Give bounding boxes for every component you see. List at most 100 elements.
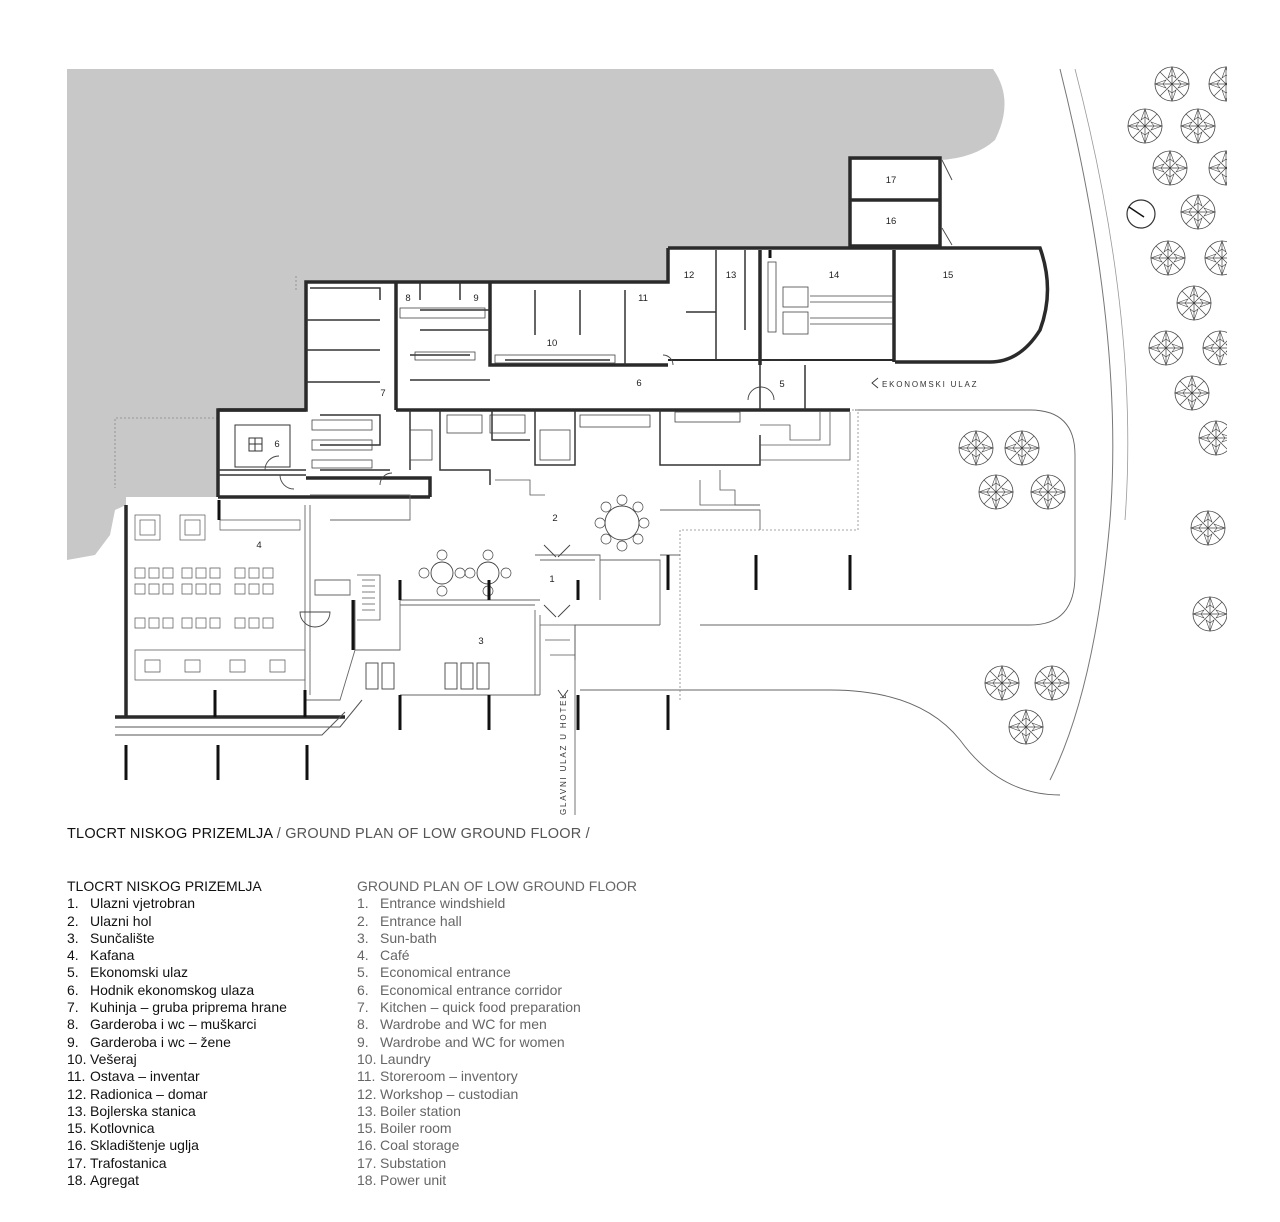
main-entrance-arrow (557, 689, 569, 698)
legend-item: 12.Workshop – custodian (357, 1086, 637, 1103)
legend-item-number: 17. (67, 1154, 87, 1171)
legend-item-label: Coal storage (380, 1137, 460, 1154)
legend-item: 7.Kuhinja – gruba priprema hrane (67, 999, 287, 1016)
legend-item-label: Vešeraj (90, 1050, 137, 1067)
legend-item: 16.Skladištenje uglja (67, 1137, 287, 1154)
drive-outline (574, 409, 1076, 815)
room-number-label: 5 (779, 379, 784, 390)
legend-item-number: 7. (67, 999, 79, 1016)
road-edge-2 (1074, 68, 1129, 521)
caption-title-hr: TLOCRT NISKOG PRIZEMLJA (67, 826, 273, 842)
room-number-label: 2 (552, 513, 557, 524)
room-number-label: 1 (549, 574, 554, 585)
legend-item-number: 16. (67, 1137, 87, 1154)
north-arrow-icon (1126, 199, 1156, 229)
legend-item-number: 15. (67, 1120, 87, 1137)
legend-item: 8. Wardrobe and WC for men (357, 1016, 637, 1033)
floor-plan-drawing: EKONOMSKI ULAZ GLAVNI ULAZ U HOTEL 12345… (67, 60, 1280, 820)
legend-item-label: Sunčalište (90, 929, 155, 946)
legend-item: 13.Bojlerska stanica (67, 1103, 287, 1120)
legend-item-number: 11. (67, 1068, 86, 1085)
plan-caption: TLOCRT NISKOG PRIZEMLJA / GROUND PLAN OF… (67, 826, 590, 842)
legend-item-number: 3. (357, 929, 369, 946)
legend-item-label: Ulazni vjetrobran (90, 895, 196, 912)
legend-item: 5. Ekonomski ulaz (67, 964, 287, 981)
legend-item-number: 17. (357, 1154, 377, 1171)
legend-croatian: TLOCRT NISKOG PRIZEMLJA 1.Ulazni vjetrob… (67, 878, 287, 1189)
room-number-label: 8 (405, 293, 410, 304)
legend-item-label: Boiler station (380, 1102, 461, 1119)
legend-item-label: Wardrobe and WC for men (380, 1016, 547, 1033)
legend-item-number: 9. (357, 1033, 369, 1050)
legend-item-label: Garderoba i wc – muškarci (90, 1016, 257, 1033)
legend-item: 10.Laundry (357, 1051, 637, 1068)
doors (264, 159, 953, 628)
economic-entrance-arrow (871, 377, 879, 389)
legend-item-label: Entrance windshield (380, 895, 506, 912)
legend-item: 17.Trafostanica (67, 1155, 287, 1172)
room-number-label: 3 (478, 636, 483, 647)
legend-item-label: Ulazni hol (90, 912, 152, 929)
legend-item: 2. Entrance hall (357, 913, 637, 930)
economic-entrance-label: EKONOMSKI ULAZ (882, 380, 978, 389)
cafe-tables (134, 567, 274, 629)
legend-item: 15.Boiler room (357, 1120, 637, 1137)
legend-item-label: Garderoba i wc – žene (90, 1033, 231, 1050)
legend-item-number: 4. (67, 947, 79, 964)
terrain-area (67, 69, 1005, 560)
legend-item-number: 15. (357, 1120, 377, 1137)
legend-item: 2. Ulazni hol (67, 913, 287, 930)
legend-item-number: 5. (67, 964, 79, 981)
round-tables (418, 494, 650, 597)
legend-item-number: 8. (357, 1016, 369, 1033)
tree-mask (1227, 60, 1280, 820)
legend-item-label: Economical entrance corridor (380, 981, 563, 998)
legend-item-number: 2. (67, 912, 79, 929)
building-walls (115, 156, 1050, 719)
legend-item-label: Substation (380, 1154, 447, 1171)
legend-item-label: Café (380, 947, 410, 964)
legend-item-label: Kotlovnica (90, 1120, 155, 1137)
room-number-label: 6 (636, 378, 641, 389)
legend-item-number: 1. (67, 895, 79, 912)
room-number-label: 9 (473, 293, 478, 304)
interior-lines (218, 250, 806, 485)
legend-item-number: 1. (357, 895, 369, 912)
legend-item: 6. Hodnik ekonomskog ulaza (67, 982, 287, 999)
legend-item: 12.Radionica – domar (67, 1086, 287, 1103)
columns (124, 250, 852, 780)
legend-item-label: Agregat (90, 1172, 140, 1189)
legend-item-label: Entrance hall (380, 912, 462, 929)
legend-item-label: Hodnik ekonomskog ulaza (90, 981, 255, 998)
legend-item-number: 10. (357, 1050, 377, 1067)
legend-item-number: 18. (67, 1172, 87, 1189)
caption-title-en: GROUND PLAN OF LOW GROUND FLOOR / (285, 826, 590, 842)
legend-item: 11.Storeroom – inventory (357, 1068, 637, 1085)
legend-item: 7.Kitchen – quick food preparation (357, 999, 637, 1016)
legend-item-number: 8. (67, 1016, 79, 1033)
legend-item-label: Storeroom – inventory (380, 1068, 518, 1085)
legend-item-number: 6. (357, 981, 369, 998)
legend-item-label: Ekonomski ulaz (90, 964, 189, 981)
legend-item: 15.Kotlovnica (67, 1120, 287, 1137)
stairs (357, 412, 851, 660)
legend-item: 4.Kafana (67, 947, 287, 964)
room-number-label: 7 (380, 388, 385, 399)
legend-item: 11.Ostava – inventar (67, 1068, 287, 1085)
legend-item-label: Bojlerska stanica (90, 1102, 196, 1119)
sunbath-loungers (365, 662, 490, 690)
legend-item-label: Wardrobe and WC for women (380, 1033, 565, 1050)
legend-item-label: Sun-bath (380, 929, 437, 946)
legend-item: 8. Garderoba i wc – muškarci (67, 1016, 287, 1033)
room-6-left-box (234, 424, 291, 468)
legend-item-label: Skladištenje uglja (90, 1137, 199, 1154)
legend-item-label: Boiler room (380, 1120, 452, 1137)
legend-item-number: 2. (357, 912, 369, 929)
legend-item: 16.Coal storage (357, 1137, 637, 1154)
legend-item-label: Kitchen – quick food preparation (380, 999, 581, 1016)
legend-item: 18.Agregat (67, 1172, 287, 1189)
legend-item-number: 6. (67, 981, 79, 998)
main-entrance-label: GLAVNI ULAZ U HOTEL (559, 692, 568, 815)
legend-item-number: 3. (67, 929, 79, 946)
